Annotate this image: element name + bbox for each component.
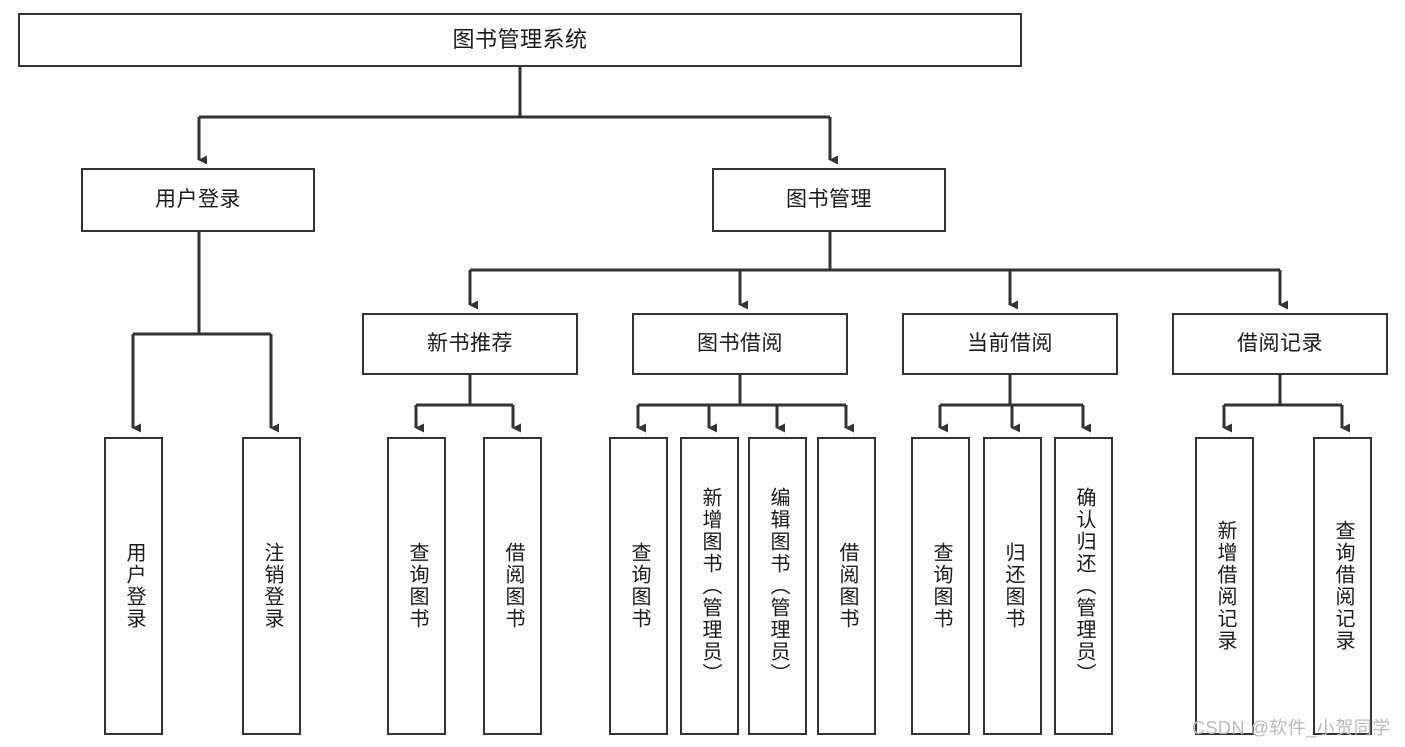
leaf-query-book-borrow[interactable]: 查询图书 [609,437,668,735]
node-label: 图书借阅 [697,331,783,355]
leaf-confirm-return[interactable]: 确认归还（管理员） [1054,437,1113,735]
leaf-query-borrow-record[interactable]: 查询借阅记录 [1313,437,1372,735]
node-label: 归还图书 [1002,542,1024,630]
node-label: 用户登录 [155,187,241,211]
node-borrow-record[interactable]: 借阅记录 [1172,313,1388,375]
node-label: 借阅图书 [502,542,524,630]
node-label: 借阅记录 [1237,331,1323,355]
node-label: 图书管理 [786,187,872,211]
node-root-system[interactable]: 图书管理系统 [18,13,1022,67]
node-label: 查询借阅记录 [1332,520,1354,652]
csdn-watermark: CSDN @软件_小贺同学 [1192,718,1391,738]
leaf-add-book[interactable]: 新增图书（管理员） [680,437,739,735]
node-user-login[interactable]: 用户登录 [81,168,315,232]
leaf-logout-login[interactable]: 注销登录 [242,437,301,735]
leaf-borrow-book[interactable]: 借阅图书 [817,437,876,735]
node-label: 查询图书 [930,542,952,630]
leaf-return-book[interactable]: 归还图书 [983,437,1042,735]
node-label: 查询图书 [406,542,428,630]
leaf-user-login[interactable]: 用户登录 [104,437,163,735]
node-label: 当前借阅 [967,331,1053,355]
node-book-borrow[interactable]: 图书借阅 [632,313,848,375]
node-book-manage[interactable]: 图书管理 [712,168,946,232]
leaf-edit-book[interactable]: 编辑图书（管理员） [748,437,807,735]
node-label: 图书管理系统 [452,27,588,53]
node-label: 注销登录 [261,542,283,630]
node-new-book-recommend[interactable]: 新书推荐 [362,313,578,375]
node-label: 借阅图书 [836,542,858,630]
leaf-add-borrow-record[interactable]: 新增借阅记录 [1195,437,1254,735]
leaf-borrow-book-recommend[interactable]: 借阅图书 [483,437,542,735]
node-label: 新书推荐 [427,331,513,355]
node-label: 新增借阅记录 [1214,520,1236,652]
leaf-query-book-current[interactable]: 查询图书 [911,437,970,735]
node-label: 新增图书（管理员） [699,487,721,685]
leaf-query-book-recommend[interactable]: 查询图书 [387,437,446,735]
node-label: 编辑图书（管理员） [767,487,789,685]
node-current-borrow[interactable]: 当前借阅 [902,313,1118,375]
node-label: 用户登录 [123,542,145,630]
node-label: 查询图书 [628,542,650,630]
node-label: 确认归还（管理员） [1073,487,1095,685]
